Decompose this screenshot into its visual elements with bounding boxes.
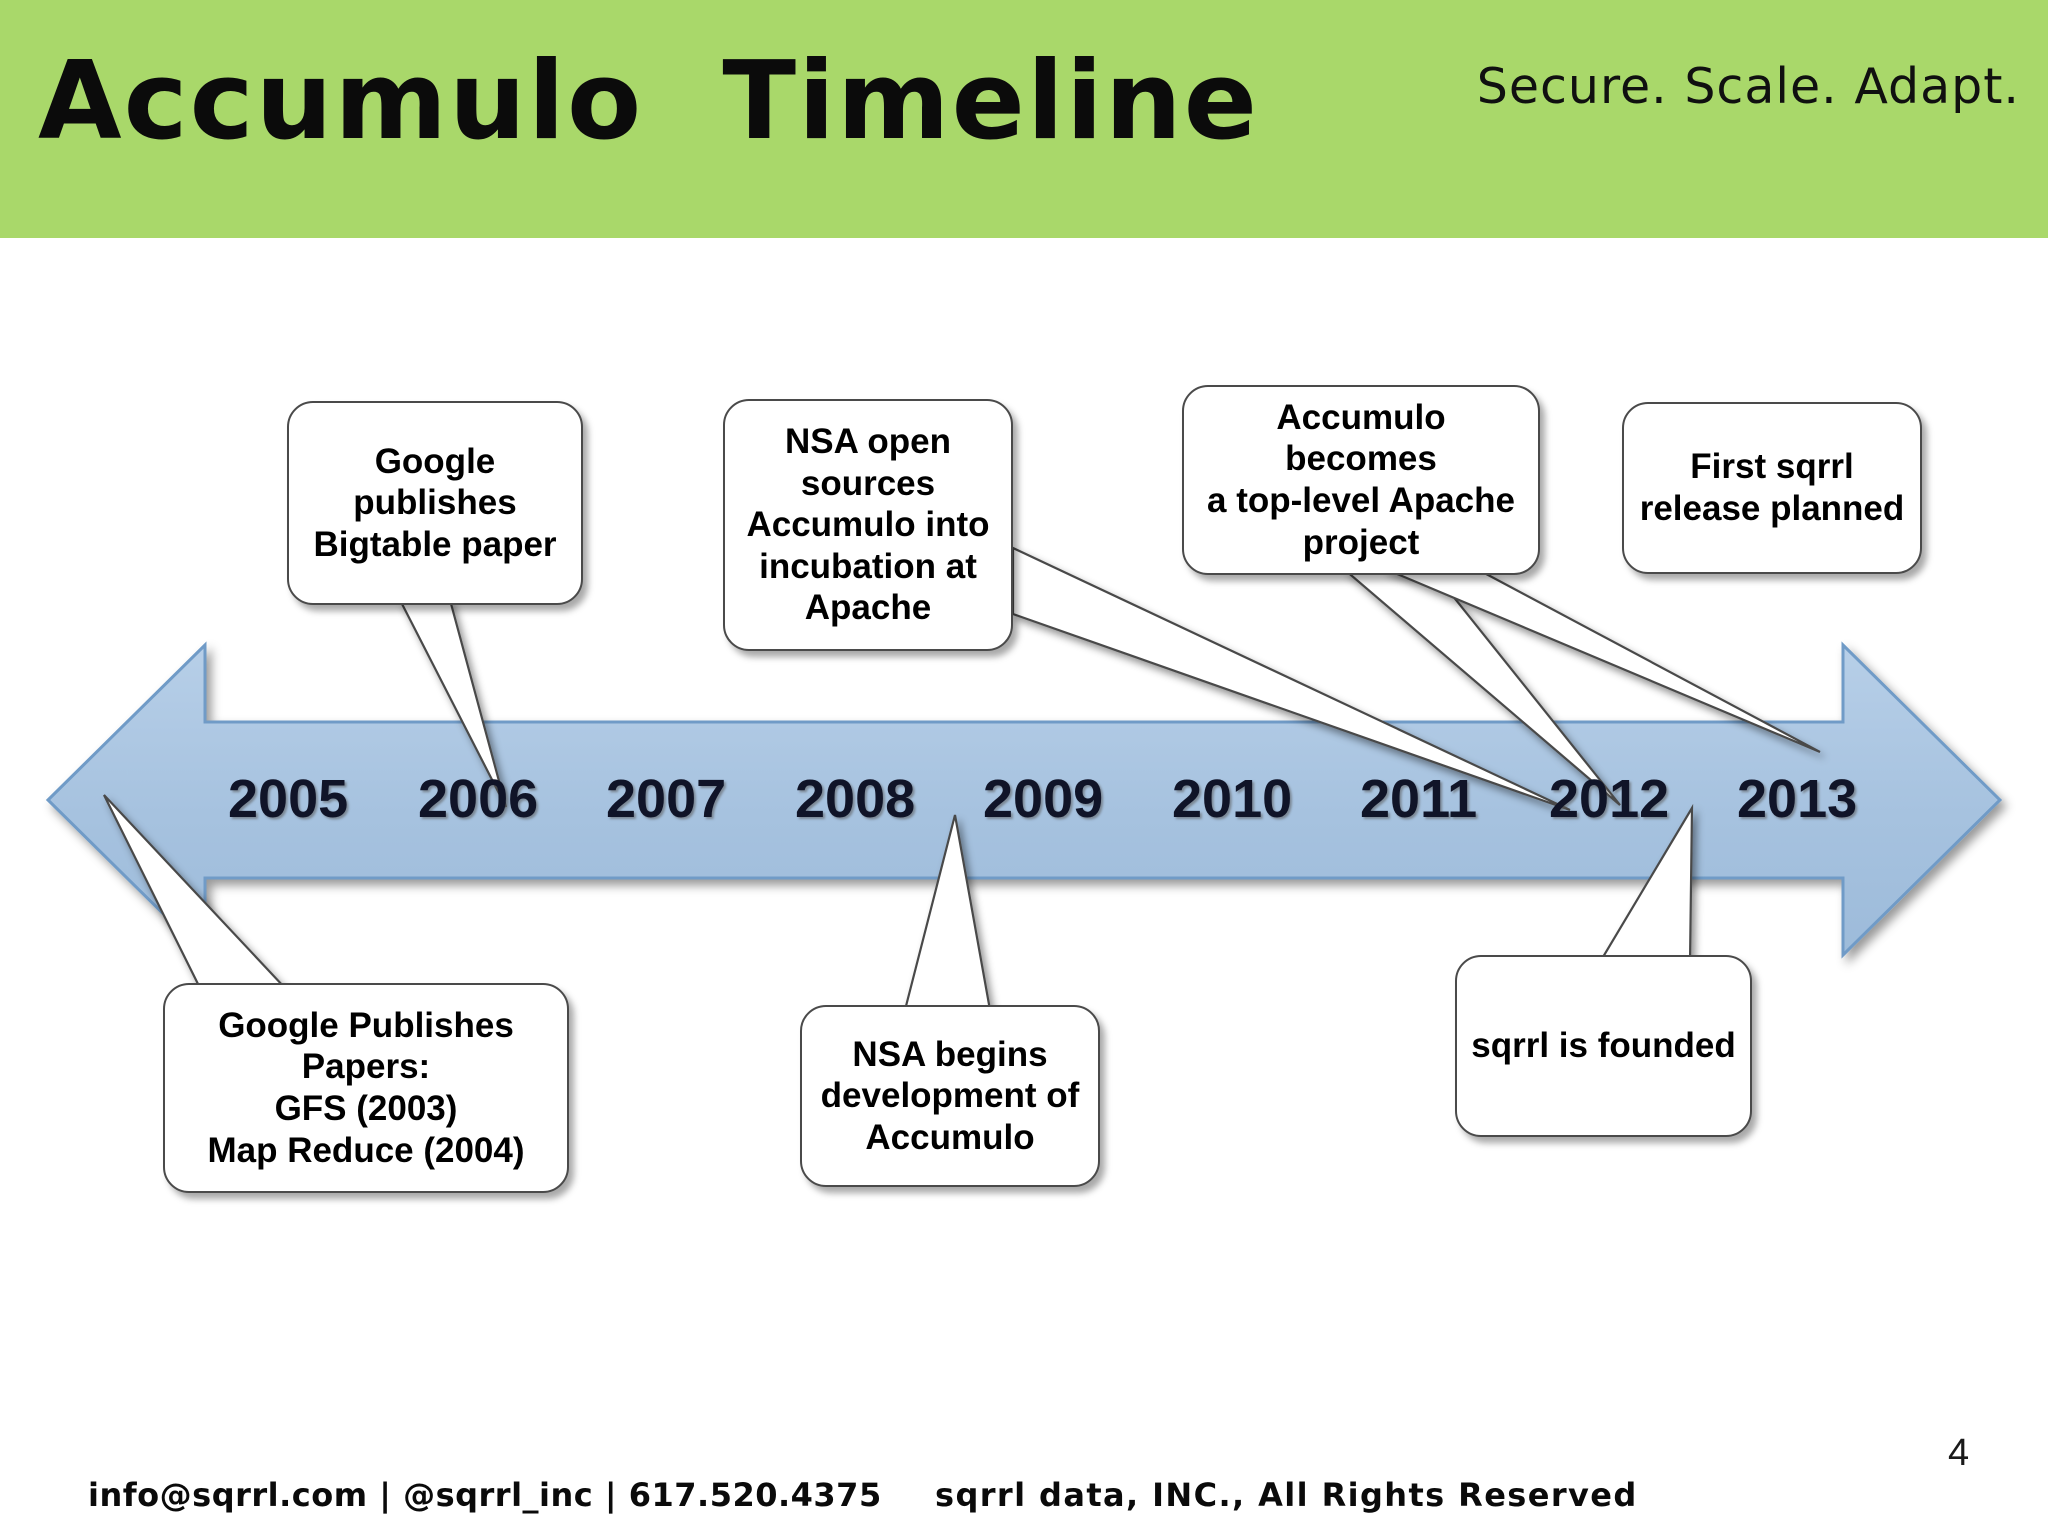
- callout-first-sqrrl-release[interactable]: First sqrrl release planned: [1622, 402, 1922, 574]
- footer-contact: info@sqrrl.com | @sqrrl_inc | 617.520.43…: [88, 1476, 882, 1514]
- callout-nsa-open-sources[interactable]: NSA open sources Accumulo into incubatio…: [723, 399, 1013, 651]
- callout-sqrrl-founded[interactable]: sqrrl is founded: [1455, 955, 1752, 1137]
- callout-google-bigtable-text: Google publishes Bigtable paper: [313, 441, 557, 564]
- callout-accumulo-top-level-text: Accumulo becomes a top-level Apache proj…: [1207, 397, 1515, 562]
- year-label-2005: 2005: [228, 769, 349, 829]
- callout-nsa-open-sources-text: NSA open sources Accumulo into incubatio…: [746, 421, 990, 628]
- year-label-2011: 2011: [1360, 769, 1478, 829]
- callout-google-publishes-papers[interactable]: Google Publishes Papers: GFS (2003) Map …: [163, 983, 569, 1193]
- year-label-2008: 2008: [795, 769, 916, 829]
- callout-sqrrl-founded-text: sqrrl is founded: [1471, 1026, 1736, 1066]
- year-label-2012: 2012: [1549, 769, 1670, 829]
- page-number: 4: [1948, 1432, 1970, 1474]
- callout-nsa-begins-development-text: NSA begins development of Accumulo: [820, 1034, 1080, 1157]
- page-title: Accumulo Timeline: [38, 39, 1259, 164]
- callout-nsa-begins-development[interactable]: NSA begins development of Accumulo: [800, 1005, 1100, 1187]
- callout-first-sqrrl-release-text: First sqrrl release planned: [1639, 447, 1905, 528]
- brand-tagline: Secure. Scale. Adapt.: [1476, 58, 2020, 115]
- year-label-2009: 2009: [983, 769, 1104, 829]
- year-label-2007: 2007: [606, 769, 727, 829]
- header-band: [0, 0, 2048, 238]
- callout-accumulo-top-level[interactable]: Accumulo becomes a top-level Apache proj…: [1182, 385, 1540, 575]
- leader-nsa-open-sources: [1011, 546, 1571, 812]
- year-label-2010: 2010: [1172, 769, 1293, 829]
- footer-copyright: sqrrl data, INC., All Rights Reserved: [935, 1476, 1638, 1514]
- callout-leaders: [103, 546, 1821, 1012]
- callout-google-bigtable[interactable]: Google publishes Bigtable paper: [287, 401, 583, 605]
- year-label-2013: 2013: [1737, 769, 1858, 829]
- year-label-2006: 2006: [418, 769, 539, 829]
- callout-google-publishes-papers-text: Google Publishes Papers: GFS (2003) Map …: [207, 1005, 525, 1170]
